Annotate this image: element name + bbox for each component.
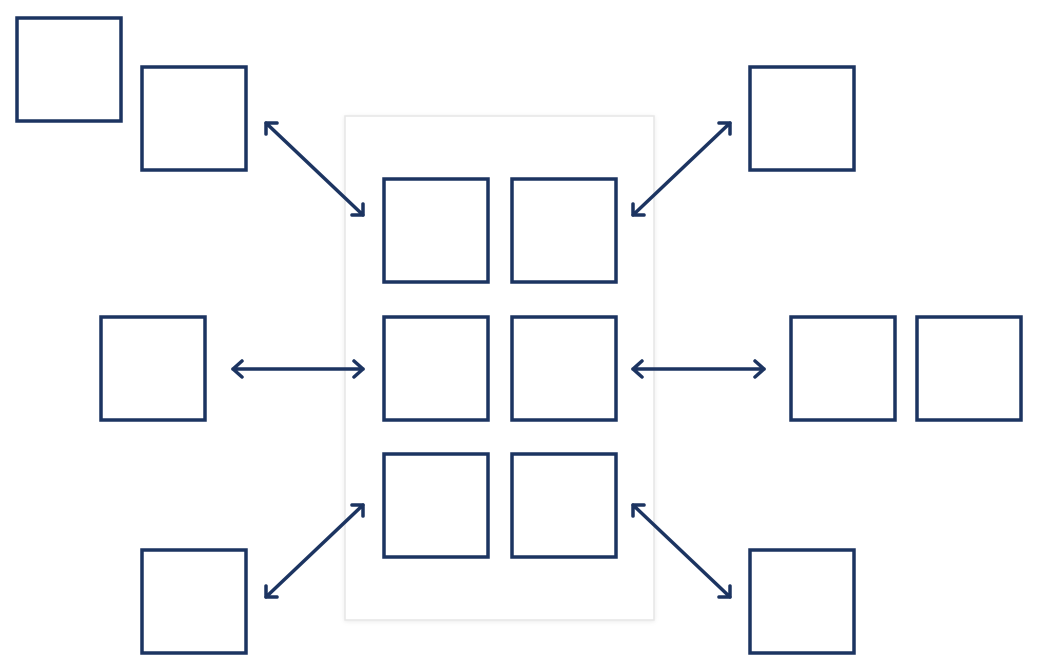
bottom-left-box [140,548,248,655]
connectors [231,121,766,599]
connector-top-right [631,121,732,217]
right-box-outer [915,315,1023,422]
central-cell-r1-c2 [510,177,618,284]
central-cell-r2-c2 [510,315,618,422]
right-box-inner [789,315,897,422]
central-panel [344,115,655,621]
connector-bottom-right [631,503,732,599]
connector-bottom-left [264,503,365,599]
central-cell-r3-c1 [382,452,490,559]
peripheral-boxes [15,16,1023,655]
central-cell-r3-c2 [510,452,618,559]
connector-right [631,359,766,379]
top-left-box-back [15,16,123,123]
central-cell-r2-c1 [382,315,490,422]
top-left-box-front [140,65,248,172]
left-box [99,315,207,422]
central-cell-r1-c1 [382,177,490,284]
top-right-box [748,65,856,172]
connector-top-left [264,121,365,217]
connector-left [231,359,365,379]
bottom-right-box [748,548,856,655]
